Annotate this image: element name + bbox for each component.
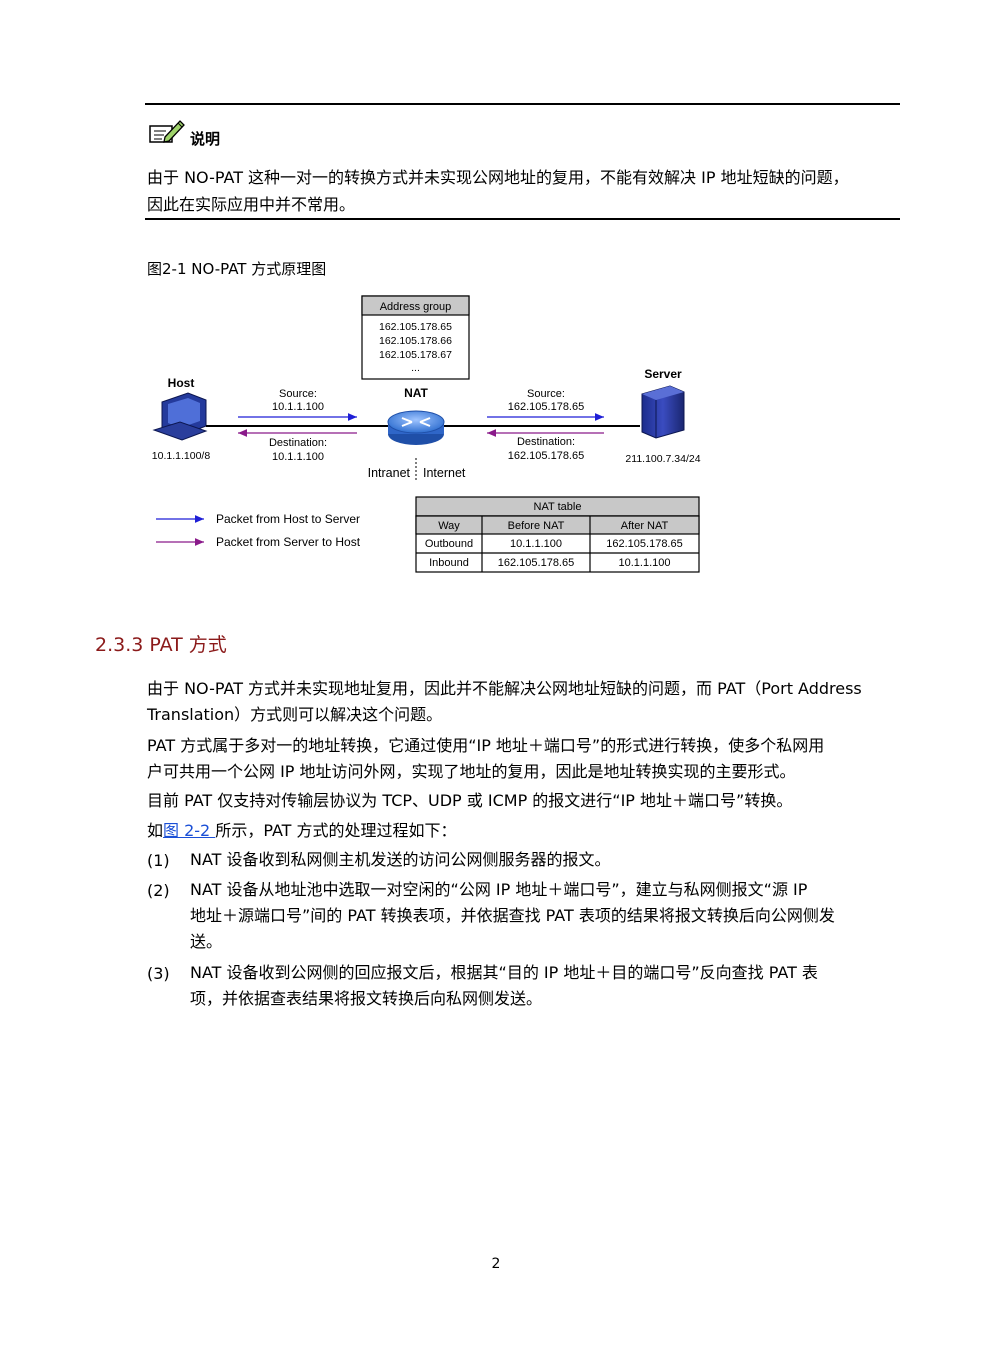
step-2-line: 地址＋源端口号”间的 PAT 转换表项，并依据查找 PAT 表项的结果将报文转换… [190, 906, 835, 925]
nat-table-cell: 162.105.178.65 [498, 557, 574, 569]
host-computer-icon [152, 392, 208, 441]
address-group-header: Address group [380, 301, 452, 313]
legend-host-to-server: Packet from Host to Server [216, 512, 360, 526]
paragraph-4-prefix: 如 [147, 821, 164, 840]
nat-table-cell: 162.105.178.65 [606, 538, 682, 550]
step-2-text: NAT 设备从地址池中选取一对空闲的“公网 IP 地址＋端口号”，建立与私网侧报… [190, 877, 902, 955]
right-source-value: 162.105.178.65 [508, 401, 584, 413]
nat-table-header: After NAT [621, 520, 669, 532]
left-destination-label: Destination: [269, 437, 327, 449]
address-group-entry: 162.105.178.66 [379, 335, 452, 347]
left-source-value: 10.1.1.100 [272, 401, 324, 413]
left-source-label: Source: [279, 388, 317, 400]
figure-caption: 图2-1 NO-PAT 方式原理图 [147, 260, 327, 278]
paragraph-4-suffix: 所示，PAT 方式的处理过程如下： [215, 821, 457, 840]
paragraph-1-line-1: 由于 NO-PAT 方式并未实现地址复用，因此并不能解决公网地址短缺的问题，而 … [147, 679, 862, 698]
address-group-entry: 162.105.178.65 [379, 321, 452, 333]
step-3-line: NAT 设备收到公网侧的回应报文后，根据其“目的 IP 地址＋目的端口号”反向查… [190, 963, 818, 982]
legend-server-to-host: Packet from Server to Host [216, 535, 361, 549]
note-pencil-icon [147, 117, 187, 149]
note-text-line-2: 因此在实际应用中并不常用。 [147, 195, 356, 214]
nat-table-header: Way [438, 520, 460, 532]
note-top-rule [145, 103, 900, 105]
step-1-text: NAT 设备收到私网侧主机发送的访问公网侧服务器的报文。 [190, 847, 902, 873]
intranet-label: Intranet [368, 466, 411, 480]
note-bottom-rule [145, 218, 900, 220]
paragraph-4: 如图 2-2 所示，PAT 方式的处理过程如下： [147, 818, 902, 844]
step-2-number: (2) [147, 881, 170, 900]
paragraph-2-line-2: 户可共用一个公网 IP 地址访问外网，实现了地址的复用，因此是地址转换实现的主要… [147, 762, 796, 781]
paragraph-2: PAT 方式属于多对一的地址转换，它通过使用“IP 地址＋端口号”的形式进行转换… [147, 733, 902, 785]
nat-table-cell: 10.1.1.100 [619, 557, 671, 569]
page-number: 2 [491, 1256, 501, 1272]
note-title: 说明 [190, 130, 221, 148]
left-destination-value: 10.1.1.100 [272, 451, 324, 463]
no-pat-diagram: Address group 162.105.178.65 162.105.178… [152, 295, 701, 573]
right-source-label: Source: [527, 388, 565, 400]
paragraph-2-line-1: PAT 方式属于多对一的地址转换，它通过使用“IP 地址＋端口号”的形式进行转换… [147, 736, 825, 755]
paragraph-3: 目前 PAT 仅支持对传输层协议为 TCP、UDP 或 ICMP 的报文进行“I… [147, 791, 793, 810]
step-1-number: (1) [147, 851, 170, 870]
step-1-line: NAT 设备收到私网侧主机发送的访问公网侧服务器的报文。 [190, 850, 611, 869]
nat-table-cell: Outbound [425, 538, 473, 550]
nat-table-header: Before NAT [508, 520, 565, 532]
address-group-entry: ... [411, 362, 420, 374]
host-ip: 10.1.1.100/8 [152, 450, 211, 462]
step-3-number: (3) [147, 964, 170, 983]
internet-label: Internet [423, 466, 466, 480]
note-text: 由于 NO-PAT 这种一对一的转换方式并未实现公网地址的复用，不能有效解决 I… [147, 164, 899, 218]
nat-table-cell: Inbound [429, 557, 469, 569]
right-destination-value: 162.105.178.65 [508, 450, 584, 462]
address-group-entry: 162.105.178.67 [379, 349, 452, 361]
host-label: Host [168, 376, 195, 390]
note-text-line-1: 由于 NO-PAT 这种一对一的转换方式并未实现公网地址的复用，不能有效解决 I… [147, 168, 849, 187]
address-group-box: Address group 162.105.178.65 162.105.178… [361, 295, 470, 380]
nat-table: NAT table Way Before NAT After NAT Outbo… [415, 496, 700, 573]
nat-table-title: NAT table [534, 501, 582, 513]
nat-label: NAT [404, 386, 428, 400]
step-3-text: NAT 设备收到公网侧的回应报文后，根据其“目的 IP 地址＋目的端口号”反向查… [190, 960, 902, 1012]
server-label: Server [644, 367, 682, 381]
step-2-line: 送。 [190, 932, 223, 951]
step-2-line: NAT 设备从地址池中选取一对空闲的“公网 IP 地址＋端口号”，建立与私网侧报… [190, 880, 808, 899]
nat-router-icon [387, 410, 445, 445]
figure-2-2-link[interactable]: 图 2-2 [163, 821, 216, 840]
step-3-line: 项，并依据查表结果将报文转换后向私网侧发送。 [190, 989, 543, 1008]
server-icon [641, 385, 685, 439]
nat-table-cell: 10.1.1.100 [510, 538, 562, 550]
paragraph-1: 由于 NO-PAT 方式并未实现地址复用，因此并不能解决公网地址短缺的问题，而 … [147, 676, 902, 728]
section-heading: 2.3.3 PAT 方式 [95, 634, 227, 656]
paragraph-1-line-2: Translation）方式则可以解决这个问题。 [147, 705, 443, 724]
server-ip: 211.100.7.34/24 [625, 453, 700, 465]
right-destination-label: Destination: [517, 436, 575, 448]
